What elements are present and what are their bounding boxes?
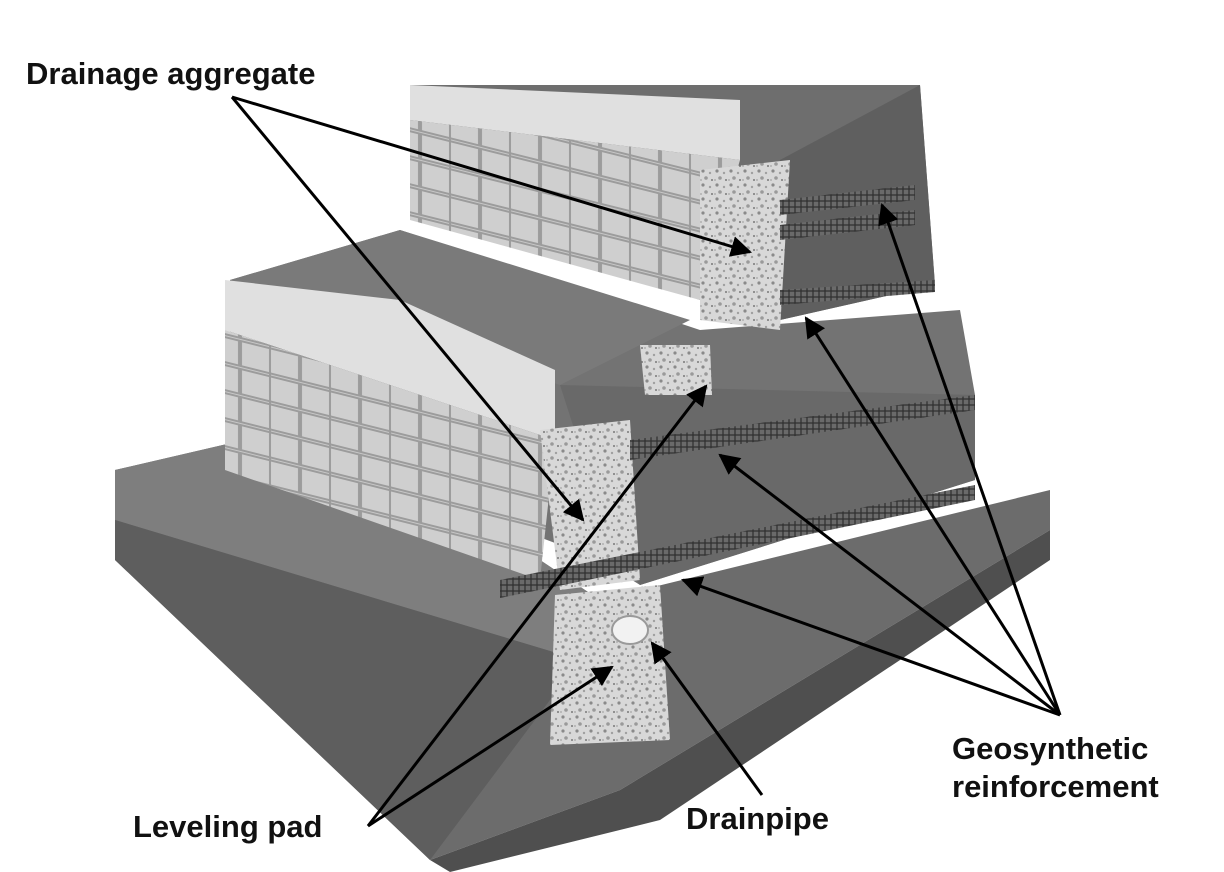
label-drainage-aggregate: Drainage aggregate (26, 56, 316, 91)
label-drainpipe: Drainpipe (686, 801, 829, 836)
leader-drainage-lower (230, 96, 585, 522)
leader-geo-3 (718, 453, 1061, 717)
lower-wall (225, 280, 640, 590)
leader-geo-2 (804, 316, 1062, 716)
middle-geogrid (500, 395, 975, 598)
label-geosynthetic-line1: Geosynthetic (952, 731, 1149, 766)
leader-drainage-upper (231, 95, 753, 257)
leader-level-1 (366, 384, 708, 827)
label-geosynthetic-reinforcement: Geosynthetic reinforcement (952, 730, 1159, 806)
label-leveling-pad: Leveling pad (133, 809, 323, 844)
leader-geo-4 (681, 576, 1061, 717)
leader-lines (230, 95, 1062, 828)
label-geosynthetic-line2: reinforcement (952, 769, 1159, 804)
leader-level-2 (367, 665, 614, 828)
drainpipe-shape (611, 615, 649, 645)
leader-geo-1 (878, 203, 1062, 716)
leader-drainpipe (650, 641, 764, 796)
